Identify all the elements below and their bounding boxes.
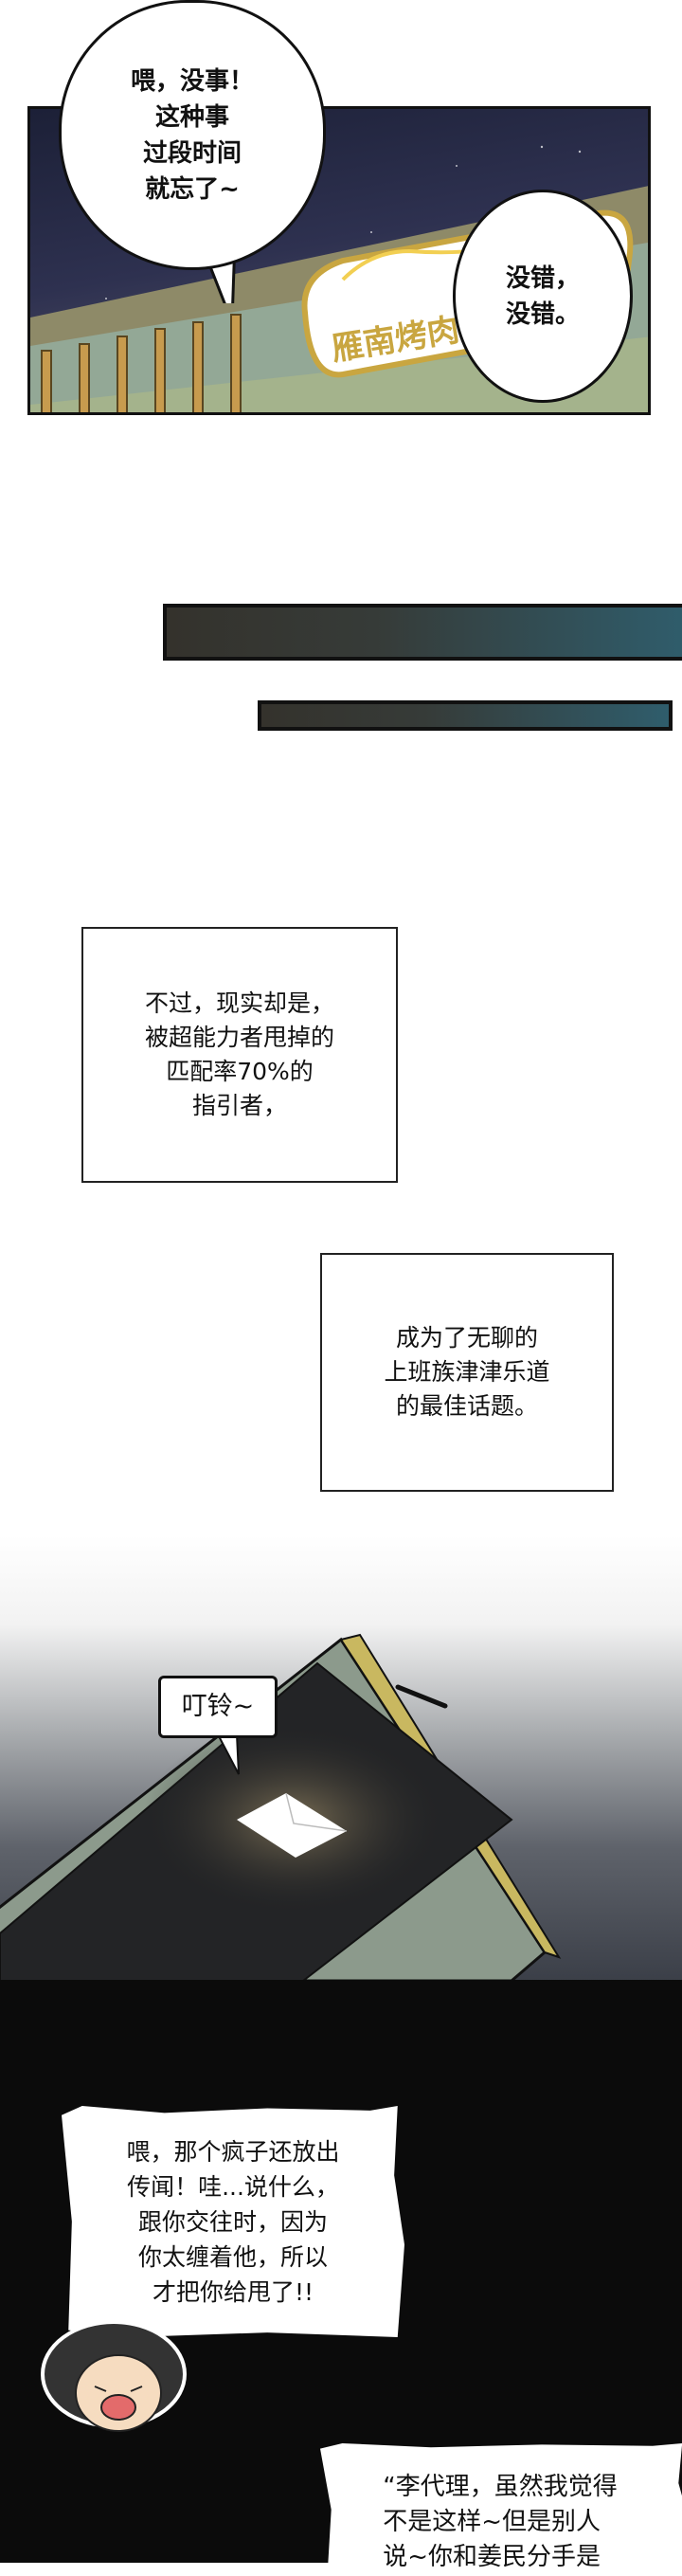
speech-bubble-right: 没错， 没错。 — [453, 190, 633, 403]
narration-line: 的最佳话题。 — [395, 1392, 538, 1420]
shout-line: 传闻！哇...说什么， — [127, 2172, 339, 2201]
envelope-icon — [237, 1793, 347, 1858]
shout-line: 你太缠着他，所以 — [137, 2242, 328, 2271]
transition-bar — [163, 604, 682, 661]
chibi-character — [41, 2320, 187, 2432]
bubble-line: 这种事 — [154, 102, 229, 132]
narration-line: 不过，现实却是， — [144, 989, 334, 1017]
bubble-line: 没错， — [505, 263, 580, 293]
bubble-line: 就忘了~ — [145, 174, 240, 204]
shout-line: 跟你交往时，因为 — [137, 2207, 328, 2236]
bubble-line: 没错。 — [505, 299, 580, 329]
speech-bubble-left: 喂，没事！ 这种事过段时间就忘了~ — [59, 0, 326, 270]
phone-illustration — [0, 1633, 562, 1983]
bubble-line: 喂，没事！ — [130, 66, 254, 96]
narration-line: 成为了无聊的 — [395, 1324, 538, 1351]
quote-line: 不是这样~但是别人 — [383, 2508, 601, 2536]
narration-line: 匹配率70%的 — [166, 1058, 314, 1085]
phone-panel — [0, 1535, 682, 1983]
narration-line: 被超能力者甩掉的 — [144, 1024, 334, 1051]
narration-line: 指引者， — [191, 1092, 287, 1119]
shout-box: 喂，那个疯子还放出传闻！哇...说什么， 跟你交往时，因为你太缠着他，所以才把你给… — [62, 2106, 404, 2337]
quote-line: 说~你和姜民分手是 — [383, 2543, 601, 2571]
shout-line: 喂，那个疯子还放出 — [126, 2137, 340, 2166]
quote-line: “李代理，虽然我觉得 — [383, 2473, 618, 2501]
narration-box: 成为了无聊的上班族津津乐道的最佳话题。 — [320, 1253, 614, 1492]
narration-box: 不过，现实却是， 被超能力者甩掉的匹配率70%的指引者， — [81, 927, 398, 1183]
quote-box: “李代理，虽然我觉得不是这样~但是别人说~你和姜民分手是 — [320, 2443, 682, 2576]
bubble-line: 过段时间 — [142, 138, 242, 168]
narration-line: 上班族津津乐道 — [384, 1358, 550, 1386]
shout-line: 才把你给甩了!! — [152, 2277, 314, 2306]
sfx-text: 叮铃~ — [181, 1692, 255, 1721]
sfx-bubble: 叮铃~ — [158, 1676, 278, 1738]
transition-bar — [258, 700, 673, 731]
